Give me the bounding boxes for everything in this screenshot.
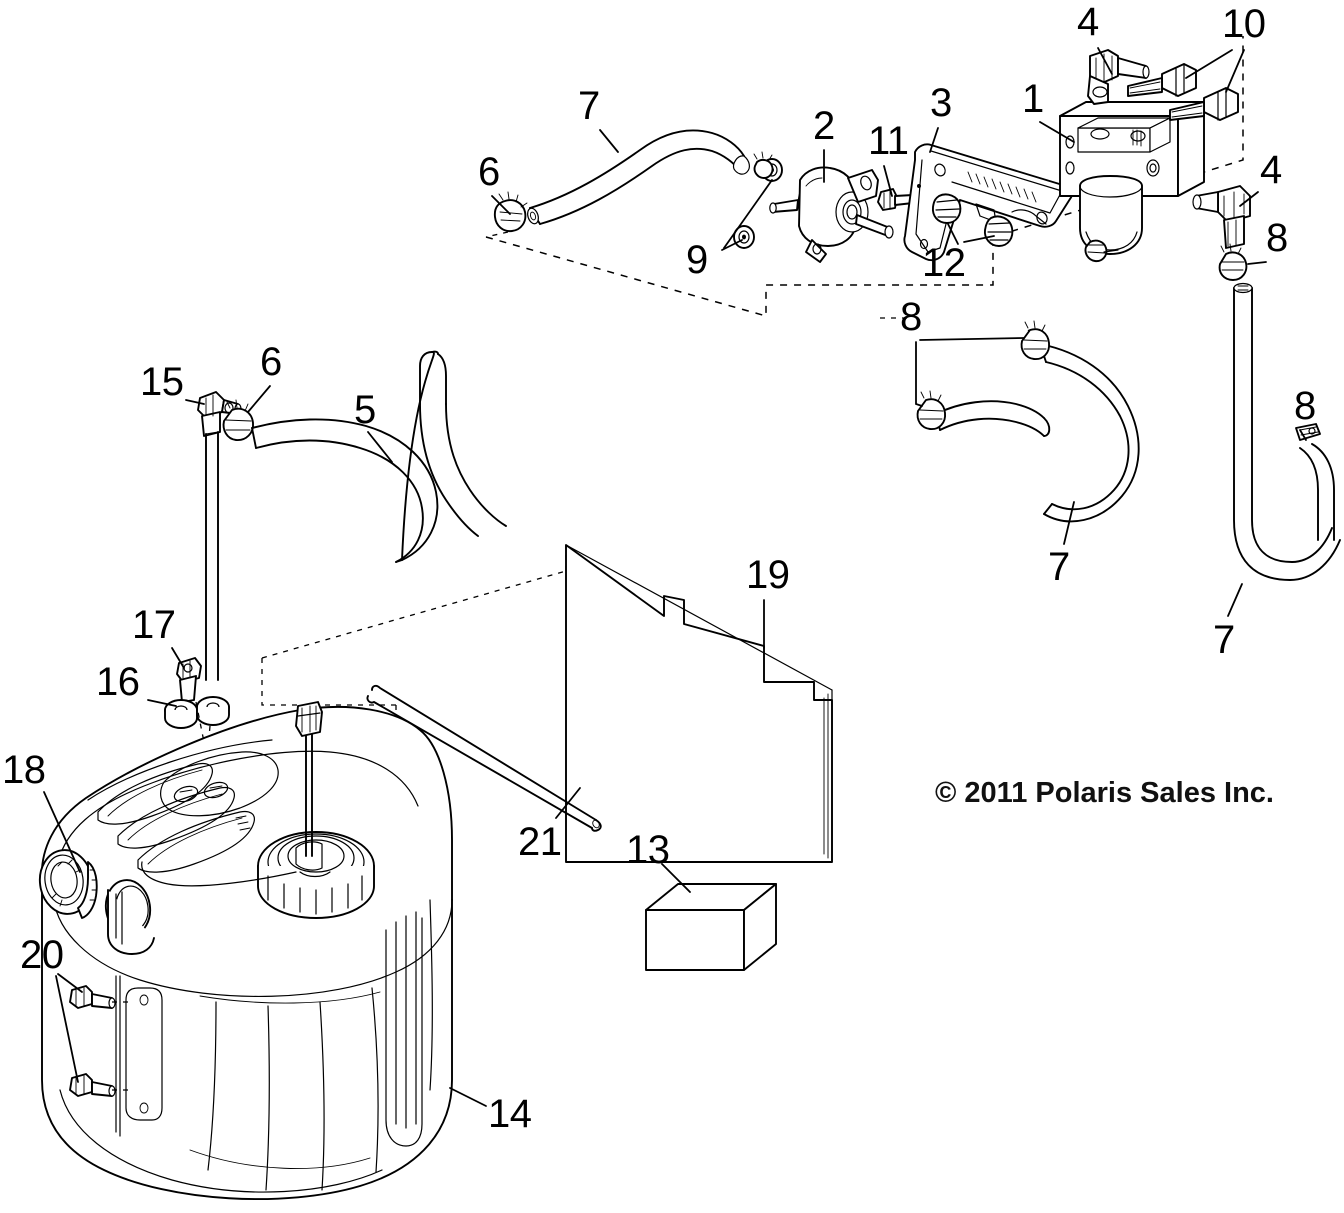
callout-8-right-lower: 8 xyxy=(1294,384,1316,428)
callout-11: 11 xyxy=(868,119,909,163)
fuel-hose-right-lower-part7 xyxy=(1299,443,1335,541)
fuel-hose-right-part7 xyxy=(1233,282,1341,581)
fuel-cap-part18 xyxy=(38,849,98,919)
washer-assembly-line xyxy=(195,701,205,743)
callout-8-center: 8 xyxy=(900,295,922,339)
callout-14: 14 xyxy=(488,1092,532,1136)
callout-8-right-upper: 8 xyxy=(1266,216,1288,260)
callout-1: 1 xyxy=(1022,77,1044,121)
callout-7-right: 7 xyxy=(1213,618,1235,662)
callout-6-left: 6 xyxy=(478,150,500,194)
vent-valve-part15 xyxy=(197,391,242,681)
fuel-hose-upper-part7 xyxy=(527,129,750,225)
heat-shield-panel-part19 xyxy=(565,544,833,863)
callout-13: 13 xyxy=(626,828,670,872)
callout-3: 3 xyxy=(930,81,952,125)
hose-clamp-8-right-upper xyxy=(1218,243,1248,281)
hose-clamp-6-left xyxy=(493,191,528,233)
callout-10: 10 xyxy=(1222,2,1266,46)
vent-hose-part5 xyxy=(251,350,507,563)
callout-5: 5 xyxy=(354,388,376,432)
hose-clamp-6-vent xyxy=(222,399,254,441)
grommet-washers-part16 xyxy=(164,696,230,729)
callout-4-lower: 4 xyxy=(1260,148,1282,192)
hose-clamp-8-loop-bottom xyxy=(916,390,946,430)
copyright-notice: © 2011 Polaris Sales Inc. xyxy=(935,777,1274,809)
elbow-fitting-lower-part4 xyxy=(1192,185,1251,249)
filler-neck xyxy=(104,879,155,955)
foam-block-part13 xyxy=(645,883,777,971)
callout-7-loop: 7 xyxy=(1048,545,1070,589)
callout-7-upper: 7 xyxy=(578,84,600,128)
callout-21: 21 xyxy=(518,820,562,864)
mounting-bracket-part3 xyxy=(903,143,1074,262)
callout-9: 9 xyxy=(686,238,708,282)
fuel-hose-loop-part7 xyxy=(935,343,1140,523)
callout-12: 12 xyxy=(922,241,966,285)
callout-16: 16 xyxy=(96,660,140,704)
tank-mount-bolts-part20 xyxy=(69,985,128,1097)
callout-leader-lines xyxy=(43,47,1307,1107)
callout-2: 2 xyxy=(813,104,835,148)
fuel-tank-part14 xyxy=(38,701,453,1201)
fuel-pump-assembly xyxy=(257,831,375,919)
callout-15: 15 xyxy=(140,360,184,404)
elbow-fitting-top-part4 xyxy=(1087,49,1150,105)
callout-19: 19 xyxy=(746,553,790,597)
flange-bolts-part10 xyxy=(1127,63,1239,121)
callout-20: 20 xyxy=(20,933,64,977)
fuel-filter-assembly-part1 xyxy=(1059,101,1205,263)
hose-clamp-8-right-lower xyxy=(1295,423,1321,441)
hose-clamp-8-loop-top xyxy=(1020,320,1050,360)
callout-4-top: 4 xyxy=(1077,0,1099,44)
flange-nuts-part12 xyxy=(931,193,1014,247)
fuel-pressure-regulator-part2 xyxy=(769,166,894,263)
callout-6-vent: 6 xyxy=(260,340,282,384)
fill-tube-part21 xyxy=(366,684,602,832)
callout-17: 17 xyxy=(132,603,176,647)
callout-18: 18 xyxy=(2,748,46,792)
